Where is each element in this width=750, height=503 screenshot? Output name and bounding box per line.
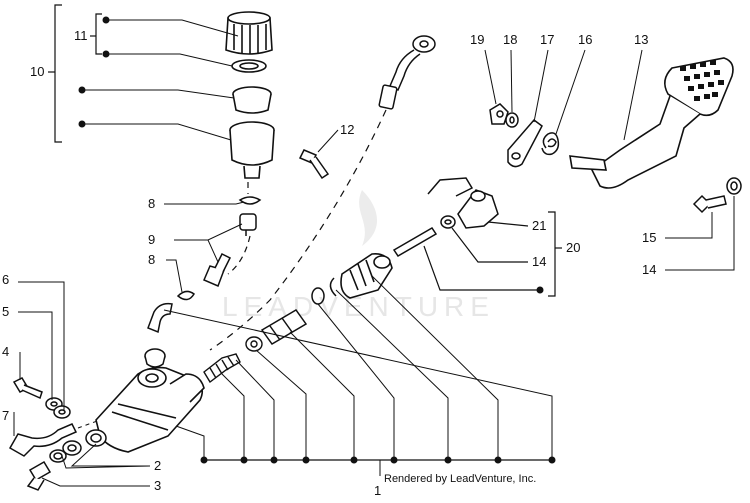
callout-9: 9 [148,232,155,247]
callout-15: 15 [642,230,656,245]
callout-14-rod: 14 [532,254,546,269]
callout-17: 17 [540,32,554,47]
callout-4: 4 [2,344,9,359]
pipe-dashed-link [77,419,101,429]
hose-banjo-fitting [378,35,436,110]
bolt-15 [692,194,727,214]
bolt-4 [12,377,43,400]
callout-18: 18 [503,32,517,47]
hose-elbow-fitting [147,302,173,334]
callout-8-lower: 8 [148,252,155,267]
group-bracket-10 [48,4,62,143]
brake-pedal-13 [569,57,734,189]
pipe-7 [8,423,78,457]
master-cylinder-body [95,366,205,453]
callout-6: 6 [2,272,9,287]
callout-7: 7 [2,408,9,423]
push-rod [392,226,438,258]
callout-12: 12 [340,122,354,137]
group-bracket-11 [90,13,102,55]
washer-6 [53,405,71,419]
reservoir-gasket [231,59,267,73]
callout-labels: 1 2 3 4 5 6 7 8 8 9 10 11 12 13 14 14 15… [2,28,656,498]
bleeder-fitting-3 [26,460,52,491]
leader-lines-pedal [484,49,735,271]
circlip [329,277,337,297]
return-spring-16 [541,132,560,156]
callout-2: 2 [154,458,161,473]
return-hose-line [227,182,251,275]
cup-seal [245,336,263,352]
callout-3: 3 [154,478,161,493]
cylinder-cap-nut [144,348,166,368]
bolt-12 [298,149,330,180]
callout-21: 21 [532,218,546,233]
piston [260,309,308,345]
callout-8-upper: 8 [148,196,155,211]
leader-lines-reservoir [82,19,239,141]
hose-fitting-9 [203,213,257,287]
nut-19 [489,103,509,125]
callout-19: 19 [470,32,484,47]
spring [203,353,241,384]
render-credit: Rendered by LeadVenture, Inc. [384,473,536,485]
pedal-pad-grid [680,60,724,101]
callout-16: 16 [578,32,592,47]
callout-dot-20 [536,286,544,294]
pedal-lever-17 [507,118,543,168]
washer-18 [505,112,519,128]
callout-11: 11 [74,28,88,43]
group-bracket-20 [423,211,562,297]
washer-14-right [726,177,742,195]
callout-14-right: 14 [642,262,656,277]
clip-8-upper [238,196,262,205]
reservoir-cap [225,11,273,55]
leader-lines-bottom [163,275,553,458]
leader-lines-left [13,201,381,487]
callout-20: 20 [566,240,580,255]
cylinder-seal-rings [49,429,107,463]
reservoir-diaphragm [232,86,272,114]
watermark: LEADVENTURE [222,190,489,322]
clip-8-lower [176,290,195,301]
callout-5: 5 [2,304,9,319]
dust-boot [340,252,393,299]
callout-10: 10 [30,64,44,79]
main-hose-line [209,109,387,351]
callout-dots-bottom [200,456,556,464]
callout-13: 13 [634,32,648,47]
reservoir-body [229,121,275,179]
nut-14-rod [440,215,456,229]
callout-dots-reservoir [78,16,110,128]
callout-1: 1 [374,483,381,498]
clevis-21 [427,177,499,229]
